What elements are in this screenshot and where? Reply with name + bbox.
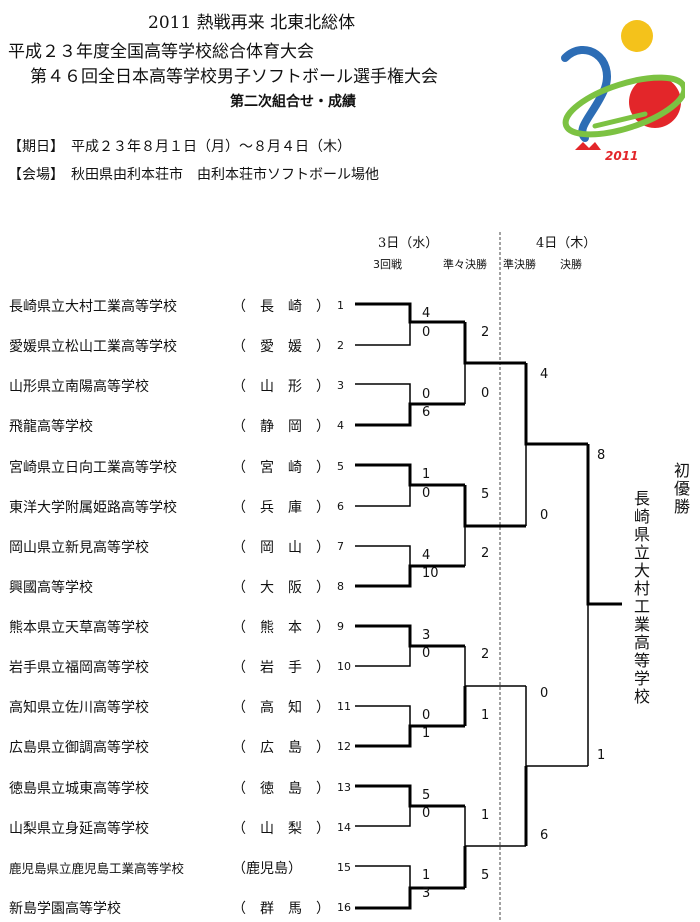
event-subtitle: 2011 熱戦再来 北東北総体 (148, 13, 356, 33)
team-prefecture: （ 徳 島 ） (232, 781, 330, 797)
team-name: 愛媛県立松山工業高等学校 (9, 339, 177, 355)
team-name: 鹿児島県立鹿児島工業高等学校 (9, 861, 185, 876)
team-prefecture: （ 熊 本 ） (232, 620, 330, 636)
match-score: 2 (481, 325, 490, 340)
match-score: 4 (422, 548, 431, 563)
match-score: 0 (422, 486, 431, 501)
match-score: 0 (540, 508, 549, 523)
team-name: 宮崎県立日向工業高等学校 (9, 460, 177, 476)
team-name: 興國高等学校 (9, 580, 93, 596)
event-venue: 【会場】 秋田県由利本荘市 由利本荘市ソフトボール場他 (8, 167, 379, 183)
match-score: 6 (422, 405, 431, 420)
match-score: 4 (422, 306, 431, 321)
team-prefecture: （ 宮 崎 ） (232, 460, 330, 476)
seed-number: 16 (337, 901, 351, 914)
match-score: 1 (422, 467, 431, 482)
match-score: 6 (540, 828, 549, 843)
match-score: 0 (422, 387, 431, 402)
bracket-title: 第二次組合せ・成績 (230, 94, 356, 110)
event-period: 【期日】 平成２３年８月１日（月）～８月４日（木） (8, 139, 351, 155)
team-prefecture: （ 静 岡 ） (232, 419, 330, 435)
team-prefecture: （鹿児島） (232, 861, 302, 877)
team-prefecture: （ 広 島 ） (232, 740, 330, 756)
seed-number: 2 (337, 339, 344, 352)
seed-number: 13 (337, 781, 351, 794)
match-score: 5 (481, 487, 490, 502)
team-name: 高知県立佐川高等学校 (9, 700, 149, 716)
team-name: 岩手県立福岡高等学校 (9, 660, 149, 676)
match-score: 0 (422, 806, 431, 821)
team-prefecture: （ 山 形 ） (232, 379, 330, 395)
match-score: 0 (422, 708, 431, 723)
team-prefecture: （ 群 馬 ） (232, 901, 330, 917)
match-score: 0 (422, 325, 431, 340)
seed-number: 9 (337, 620, 344, 633)
seed-number: 12 (337, 740, 351, 753)
match-score: 1 (422, 726, 431, 741)
day-label-3: 3日（水） (378, 236, 439, 251)
match-score: 5 (481, 868, 490, 883)
match-score: 0 (481, 386, 490, 401)
match-score: 1 (481, 708, 490, 723)
seed-number: 7 (337, 540, 344, 553)
team-name: 徳島県立城東高等学校 (9, 781, 149, 797)
team-prefecture: （ 高 知 ） (232, 700, 330, 716)
match-score: 3 (422, 886, 431, 901)
team-name: 熊本県立天草高等学校 (9, 620, 149, 636)
team-prefecture: （ 岩 手 ） (232, 660, 330, 676)
seed-number: 4 (337, 419, 344, 432)
team-prefecture: （ 兵 庫 ） (232, 500, 330, 516)
team-name: 飛龍高等学校 (9, 419, 93, 435)
team-prefecture: （ 愛 媛 ） (232, 339, 330, 355)
team-name: 山梨県立身延高等学校 (9, 821, 149, 837)
seed-number: 14 (337, 821, 351, 834)
match-score: 0 (540, 686, 549, 701)
seed-number: 15 (337, 861, 351, 874)
seed-number: 6 (337, 500, 344, 513)
seed-number: 1 (337, 299, 344, 312)
round-label-sf: 準決勝 (503, 258, 536, 271)
match-score: 2 (481, 647, 490, 662)
match-score: 3 (422, 628, 431, 643)
team-prefecture: （ 大 阪 ） (232, 580, 330, 596)
seed-number: 11 (337, 700, 351, 713)
event-logo: 2011 (561, 20, 685, 163)
match-score: 5 (422, 788, 431, 803)
team-name: 岡山県立新見高等学校 (9, 540, 149, 556)
seed-number: 3 (337, 379, 344, 392)
champion-name: 長崎県立大村工業高等学校 (631, 490, 650, 706)
match-score: 2 (481, 546, 490, 561)
team-name: 長崎県立大村工業高等学校 (9, 299, 177, 315)
match-score: 1 (481, 808, 490, 823)
team-name: 広島県立御調高等学校 (9, 740, 149, 756)
team-name: 新島学園高等学校 (9, 901, 121, 917)
match-score: 1 (422, 868, 431, 883)
match-score: 0 (422, 646, 431, 661)
match-score: 1 (597, 748, 606, 763)
championship-title: 第４６回全日本高等学校男子ソフトボール選手権大会 (30, 67, 438, 87)
team-prefecture: （ 長 崎 ） (232, 299, 330, 315)
seed-number: 10 (337, 660, 351, 673)
match-score: 8 (597, 448, 606, 463)
day-label-4: 4日（木） (536, 236, 597, 251)
team-name: 東洋大学附属姫路高等学校 (9, 500, 177, 516)
champion-label: 初優勝 (671, 462, 690, 516)
logo-year: 2011 (605, 149, 638, 163)
round-label-r3: 3回戦 (373, 258, 402, 271)
team-name: 山形県立南陽高等学校 (9, 379, 149, 395)
round-label-qf: 準々決勝 (443, 258, 487, 271)
round-label-final: 決勝 (560, 258, 582, 271)
team-prefecture: （ 山 梨 ） (232, 821, 330, 837)
seed-number: 5 (337, 460, 344, 473)
match-score: 4 (540, 367, 549, 382)
tournament-title: 平成２３年度全国高等学校総合体育大会 (8, 42, 314, 62)
team-prefecture: （ 岡 山 ） (232, 540, 330, 556)
match-score: 10 (422, 566, 439, 581)
seed-number: 8 (337, 580, 344, 593)
